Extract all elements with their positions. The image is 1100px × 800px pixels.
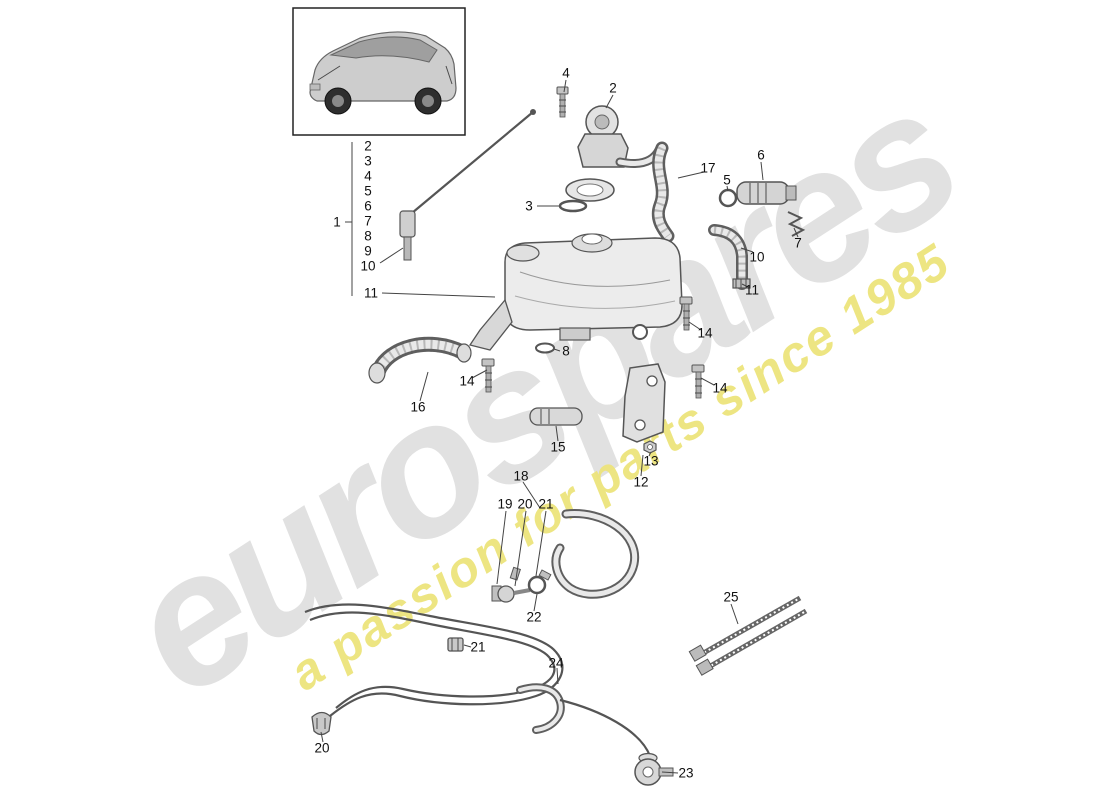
car-rear-hub (422, 95, 434, 107)
part-callout-10: 10 (360, 258, 376, 274)
car-thumbnail (292, 7, 466, 136)
part-callout-8: 8 (562, 343, 570, 359)
part-callout-24: 24 (548, 655, 564, 671)
part-callout-22: 22 (526, 609, 542, 625)
part-callout-23: 23 (678, 765, 694, 781)
bolt-14c-drawing (691, 364, 705, 399)
part-callout-14: 14 (459, 373, 475, 389)
clamp-22-drawing (527, 569, 552, 595)
vacuum-lines-24-drawing (304, 603, 652, 757)
bracket-12-drawing (622, 363, 666, 443)
part-callout-18: 18 (513, 468, 529, 484)
part-callout-21: 21 (538, 496, 554, 512)
part-callout-25: 25 (723, 589, 739, 605)
bolt-14a-drawing (679, 296, 693, 331)
car-hood-line (317, 65, 341, 81)
part-callout-2: 2 (364, 138, 372, 154)
leader-lines (320, 79, 799, 774)
car-rear-line (445, 65, 453, 85)
hose-18-drawing (551, 509, 640, 599)
part-callout-11: 11 (363, 285, 379, 301)
sensor-probe-drawing (399, 109, 536, 261)
part-callout-17: 17 (700, 160, 716, 176)
cable-ties-25-drawing (688, 595, 808, 676)
part-callout-9: 9 (364, 243, 372, 259)
part-callout-1: 1 (333, 214, 341, 230)
bolt-4-drawing (556, 86, 569, 118)
part-callout-12: 12 (633, 474, 649, 490)
clamp-11-drawing (732, 278, 751, 289)
part-callout-8: 8 (364, 228, 372, 244)
bolt-14b-drawing (481, 358, 495, 393)
car-windows (329, 36, 438, 63)
part-callout-20: 20 (314, 740, 330, 756)
fitting-cluster-drawing (491, 566, 531, 603)
part-callout-6: 6 (364, 198, 372, 214)
part-callout-20: 20 (517, 496, 533, 512)
connector-6-drawing (736, 181, 797, 205)
elbow-hose-10-drawing (708, 224, 748, 290)
part-callout-5: 5 (364, 183, 372, 199)
hose-16-drawing (368, 336, 472, 384)
part-callout-13: 13 (643, 453, 659, 469)
part-callout-4: 4 (562, 65, 570, 81)
part-callout-3: 3 (364, 153, 372, 169)
part-callout-14: 14 (712, 380, 728, 396)
part-callout-21: 21 (470, 639, 486, 655)
part-callout-4: 4 (364, 168, 372, 184)
part-callout-11: 11 (744, 282, 760, 298)
part-callout-10: 10 (749, 249, 765, 265)
hose-17-drawing (651, 141, 675, 243)
part-callout-2: 2 (609, 80, 617, 96)
clip-20-drawing (311, 711, 332, 736)
part-callout-19: 19 (497, 496, 513, 512)
washer-8-drawing (535, 342, 555, 354)
spring-clip-7-drawing (787, 211, 806, 237)
part-callout-6: 6 (757, 147, 765, 163)
o-ring-3-drawing (558, 199, 588, 213)
part-callout-7: 7 (364, 213, 372, 229)
part-callout-14: 14 (697, 325, 713, 341)
part-callout-16: 16 (410, 399, 426, 415)
part-callout-3: 3 (525, 198, 533, 214)
car-headlight (309, 83, 321, 91)
clamp-21-drawing (447, 637, 464, 652)
car-front-hub (332, 95, 344, 107)
egr-cooler-drawing (468, 233, 683, 351)
part-callout-7: 7 (794, 235, 802, 251)
part-callout-15: 15 (550, 439, 566, 455)
pipe-15-drawing (529, 407, 583, 426)
part-callout-5: 5 (723, 172, 731, 188)
